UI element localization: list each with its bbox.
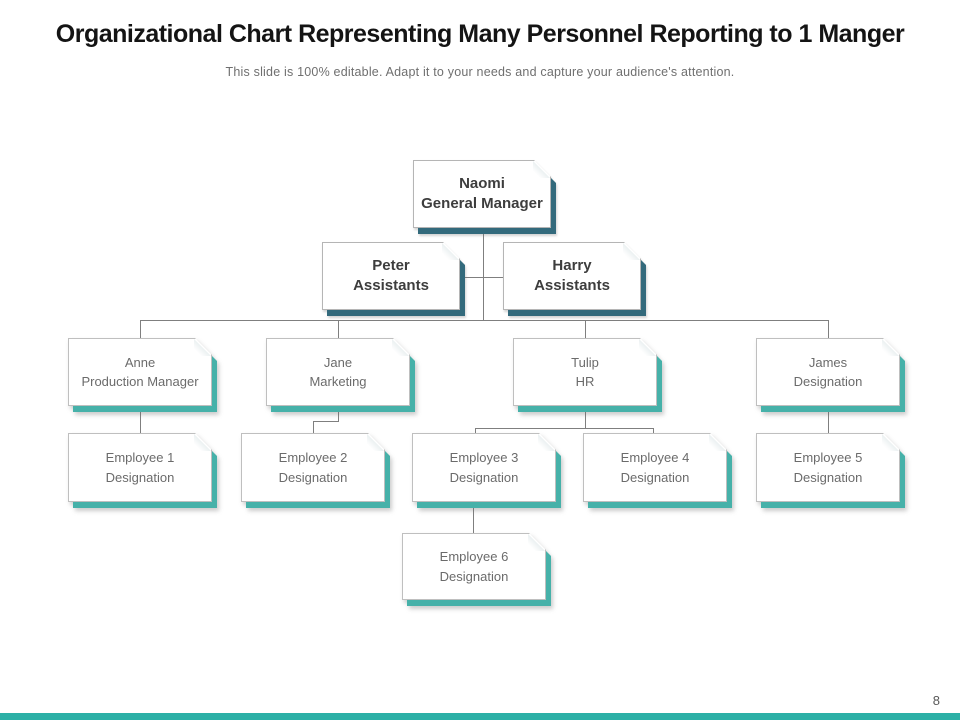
- folded-corner-icon: [442, 243, 459, 260]
- org-node-employee-1: Employee 1 Designation: [68, 433, 212, 502]
- folded-corner-icon: [882, 339, 899, 356]
- node-role: Designation: [449, 469, 519, 485]
- node-role: Designation: [793, 374, 863, 389]
- org-node-employee-5: Employee 5 Designation: [756, 433, 900, 502]
- connector-segment: [585, 406, 586, 429]
- node-role: Designation: [105, 469, 175, 485]
- org-node-employee-4: Employee 4 Designation: [583, 433, 727, 502]
- page-number: 8: [932, 693, 940, 708]
- connector-segment: [475, 428, 654, 429]
- folded-corner-icon: [538, 434, 555, 451]
- connector-segment: [338, 320, 339, 338]
- node-role: Assistants: [534, 277, 610, 294]
- slide-header: Organizational Chart Representing Many P…: [0, 0, 960, 79]
- connector-segment: [585, 320, 586, 338]
- connector-segment: [828, 406, 829, 434]
- node-face: Employee 2 Designation: [241, 433, 385, 502]
- node-role: General Manager: [421, 195, 543, 212]
- node-person-name: Employee 6: [439, 549, 509, 564]
- slide-subtitle: This slide is 100% editable. Adapt it to…: [225, 64, 735, 79]
- node-person-name: Jane: [323, 354, 353, 370]
- connector-segment: [313, 421, 339, 422]
- folded-corner-icon: [533, 161, 550, 178]
- node-role: Marketing: [309, 374, 367, 389]
- connector-segment: [140, 320, 141, 338]
- connector-segment: [483, 228, 484, 321]
- node-person-name: Employee 2: [278, 450, 348, 465]
- node-person-name: James: [808, 354, 848, 370]
- node-role: Designation: [278, 469, 348, 485]
- node-face: Employee 1 Designation: [68, 433, 212, 502]
- folded-corner-icon: [639, 339, 656, 356]
- node-face: Employee 6 Designation: [402, 533, 546, 600]
- node-person-name: Employee 1: [105, 450, 175, 465]
- node-face: Employee 3 Designation: [412, 433, 556, 502]
- connector-segment: [140, 406, 141, 434]
- connector-segment: [653, 428, 654, 434]
- node-person-name: Employee 5: [793, 450, 863, 465]
- connector-segment: [473, 502, 474, 533]
- node-person-name: Peter: [372, 256, 410, 274]
- node-person-name: Tulip: [571, 354, 599, 370]
- folded-corner-icon: [367, 434, 384, 451]
- connector-segment: [828, 320, 829, 338]
- org-node-employee-6: Employee 6 Designation: [402, 533, 546, 600]
- node-person-name: Harry: [552, 256, 592, 274]
- org-node-employee-3: Employee 3 Designation: [412, 433, 556, 502]
- folded-corner-icon: [882, 434, 899, 451]
- node-role: Designation: [439, 568, 509, 584]
- node-role: Production Manager: [81, 374, 199, 389]
- node-role: HR: [575, 374, 595, 389]
- connector-segment: [475, 428, 476, 434]
- folded-corner-icon: [528, 534, 545, 551]
- node-person-name: Anne: [124, 354, 156, 370]
- connector-segment: [140, 320, 829, 321]
- node-face: Employee 4 Designation: [583, 433, 727, 502]
- node-face: Employee 5 Designation: [756, 433, 900, 502]
- node-role: Designation: [620, 469, 690, 485]
- folded-corner-icon: [194, 434, 211, 451]
- footer-accent-bar: [0, 713, 960, 720]
- node-role: Designation: [793, 469, 863, 485]
- folded-corner-icon: [709, 434, 726, 451]
- slide-title: Organizational Chart Representing Many P…: [55, 20, 905, 48]
- folded-corner-icon: [194, 339, 211, 356]
- connector-segment: [460, 277, 504, 278]
- folded-corner-icon: [623, 243, 640, 260]
- node-person-name: Naomi: [459, 174, 505, 192]
- node-role: Assistants: [353, 277, 429, 294]
- node-person-name: Employee 4: [620, 450, 690, 465]
- folded-corner-icon: [392, 339, 409, 356]
- connector-segment: [313, 421, 314, 434]
- org-node-employee-2: Employee 2 Designation: [241, 433, 385, 502]
- connector-segment: [338, 406, 339, 422]
- node-person-name: Employee 3: [449, 450, 519, 465]
